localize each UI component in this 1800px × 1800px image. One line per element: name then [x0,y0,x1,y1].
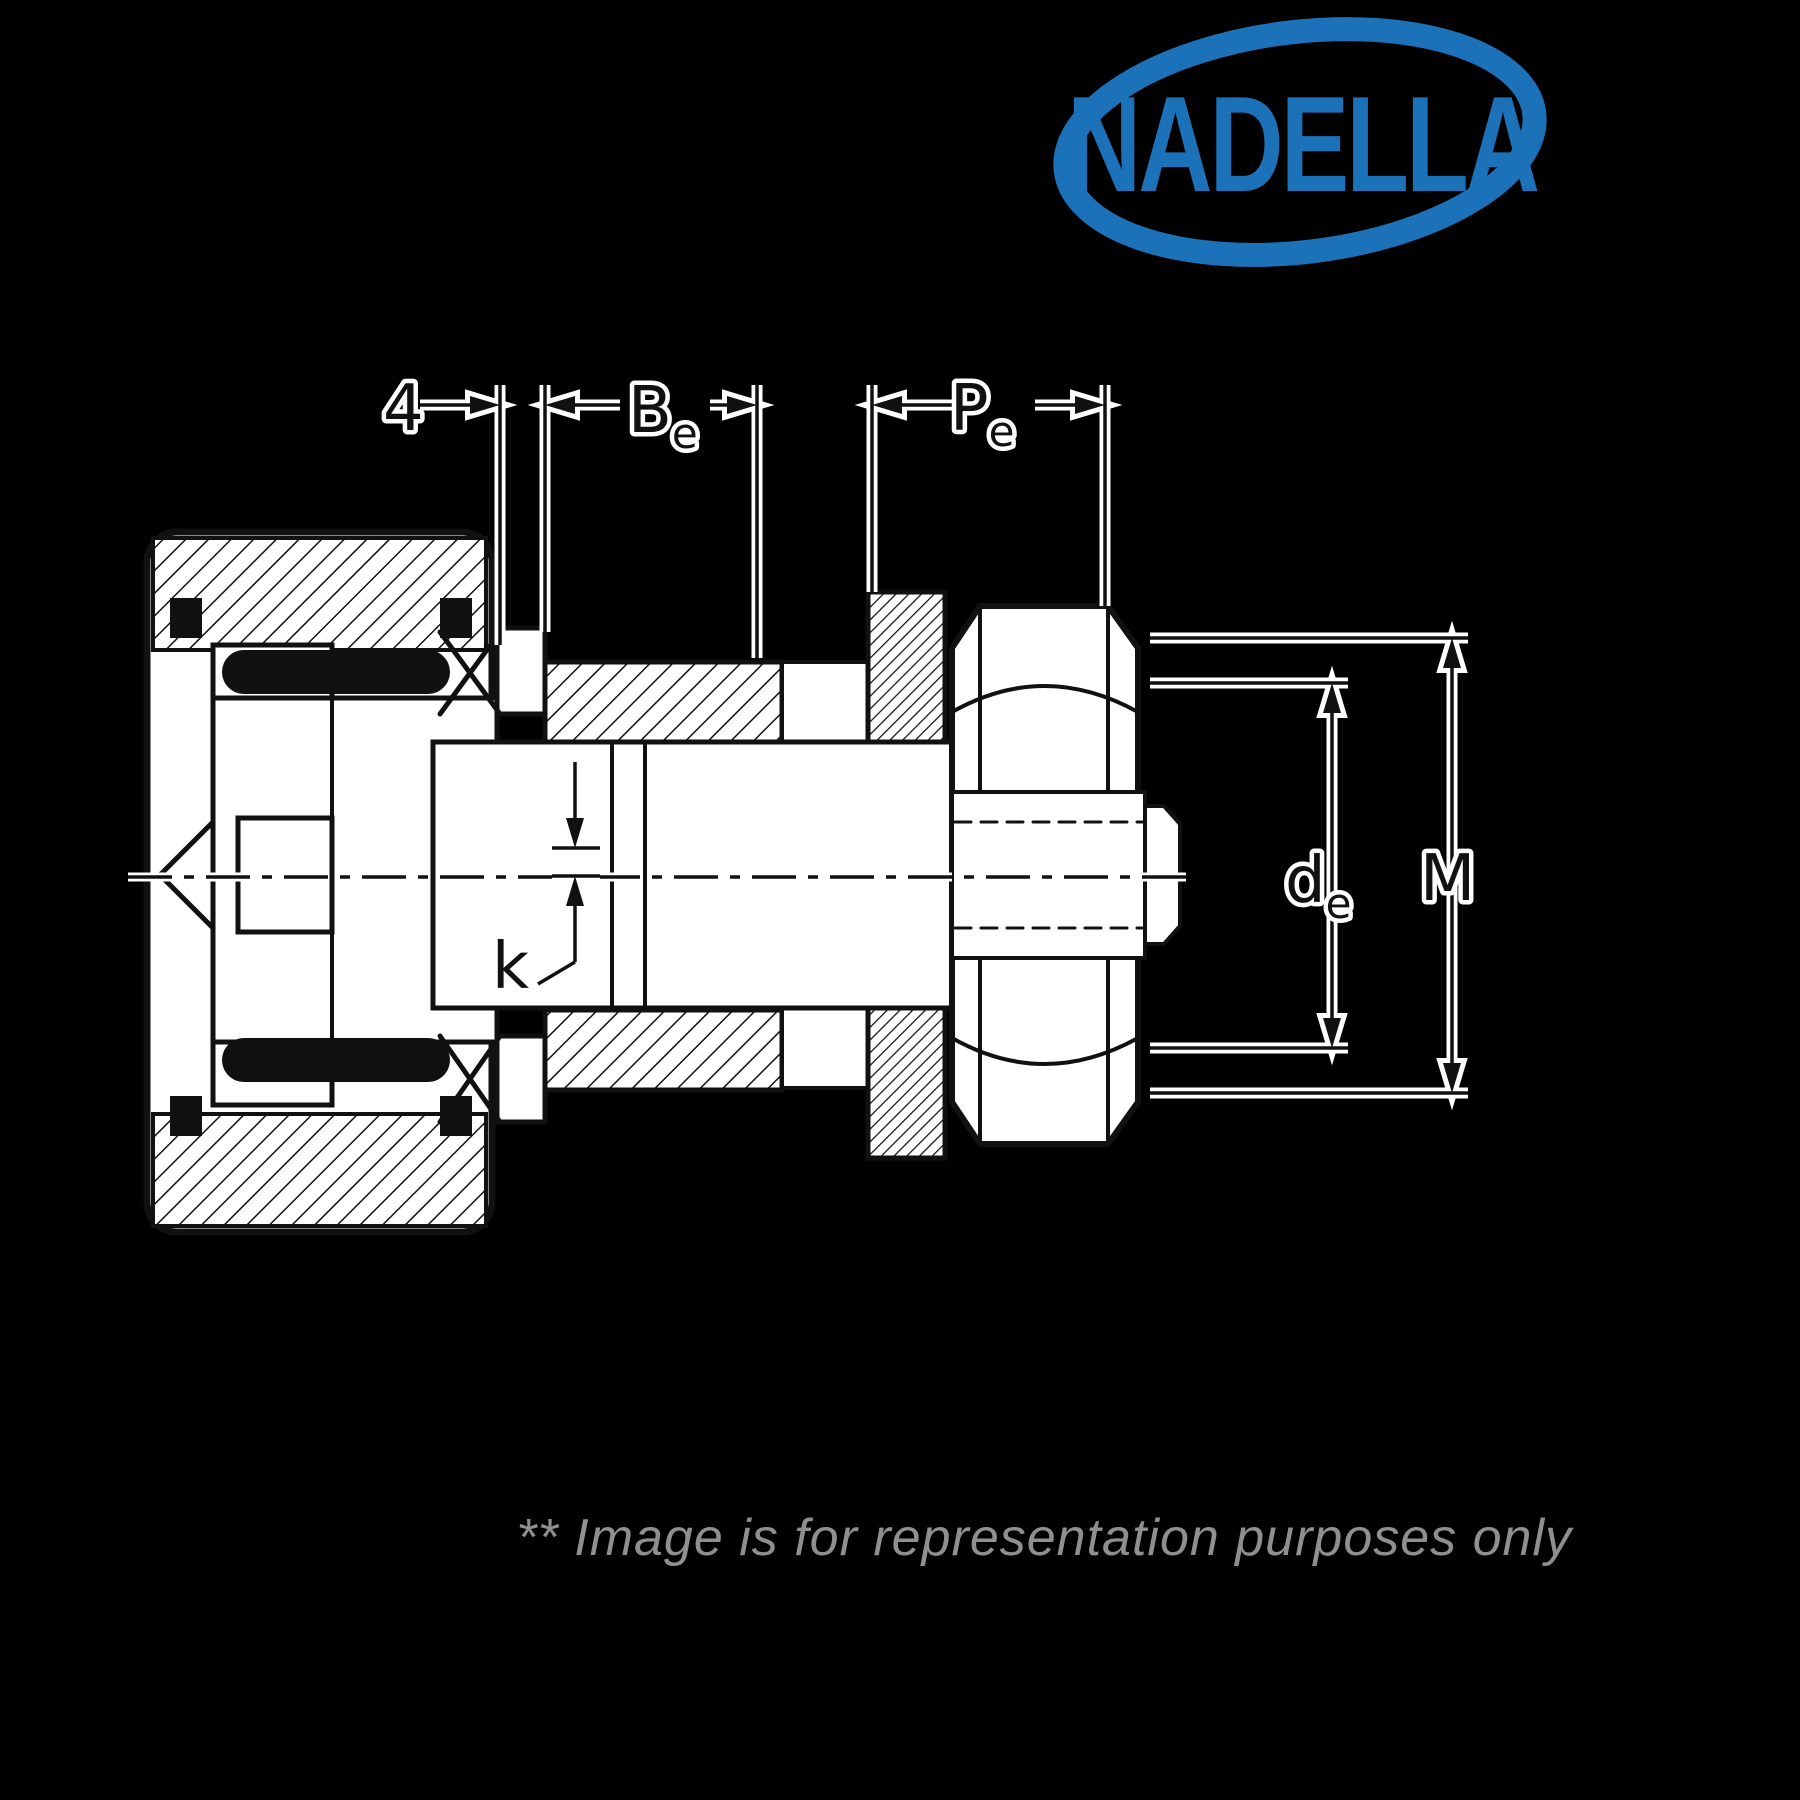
label-m: M [1420,842,1475,916]
cam-follower-section [143,528,1182,1236]
label-de: de [1285,844,1351,928]
mounting-plate [865,589,948,1161]
watermark-text: ** Image is for representation purposes … [516,1509,1572,1567]
needle-rollers [222,650,450,1082]
label-pe: Pe [950,372,1014,456]
thread-lines [953,820,1144,930]
logo-text: NADELLA [1067,68,1538,220]
logo-swoosh-ellipse [1053,17,1547,267]
bushing [542,659,870,1093]
nadella-logo: NADELLA [1053,17,1547,267]
dimension-labels: 4 Be Pe k de M [379,368,1480,1009]
label-width-4: 4 [383,372,424,446]
label-be: Be [628,374,698,458]
label-k: k [492,930,529,1004]
nut-chamfers [950,684,1140,1066]
